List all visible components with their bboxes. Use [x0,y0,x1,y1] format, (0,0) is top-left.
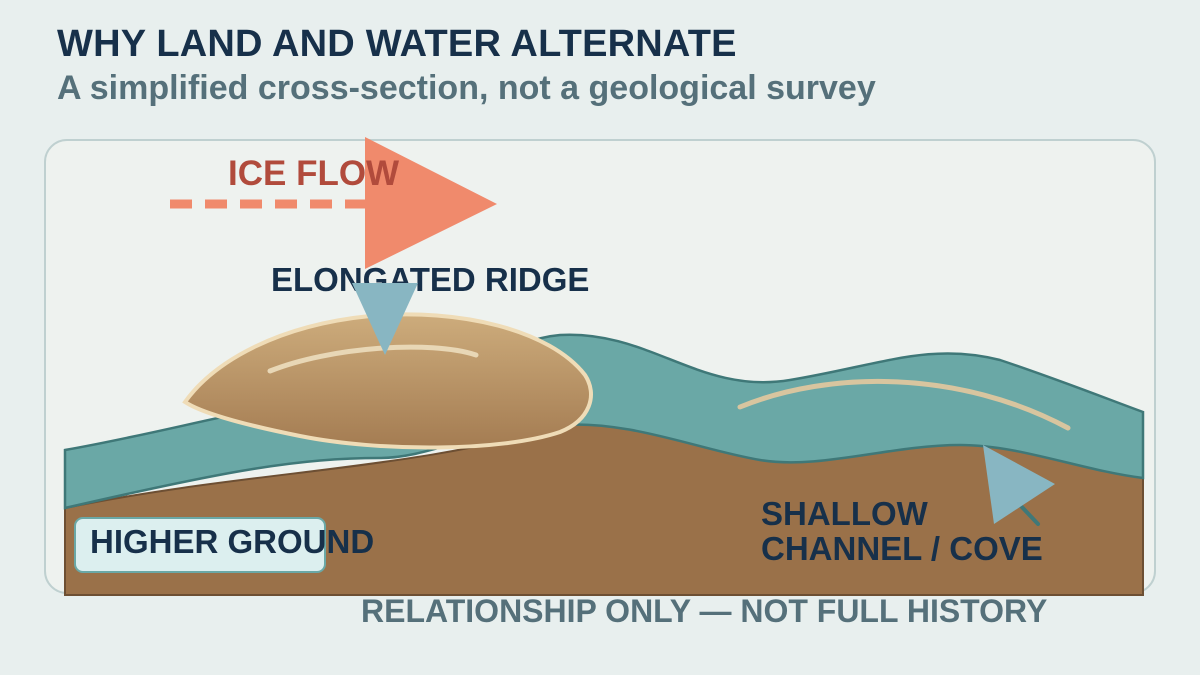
channel-label-line2: CHANNEL / COVE [761,530,1043,567]
ridge-label: ELONGATED RIDGE [271,261,589,298]
higher-ground-badge [74,517,326,573]
channel-pointer-stem [1018,503,1040,526]
ice-flow-arrowhead-icon [365,137,497,269]
ice-flow-label: ICE FLOW [228,154,399,193]
ridge-crest-line [267,344,479,374]
page-title: WHY LAND AND WATER ALTERNATE [57,23,737,65]
page-subtitle: A simplified cross-section, not a geolog… [57,69,876,107]
shoreline-line [737,379,1071,431]
channel-pointer-icon [983,445,1055,524]
caveat-note: RELATIONSHIP ONLY — NOT FULL HISTORY [361,593,1047,629]
channel-label-line1: SHALLOW [761,495,929,532]
elongated-ridge [182,312,593,450]
ridge-pointer-icon [352,283,418,355]
higher-ground-label: HIGHER GROUND [90,523,374,560]
